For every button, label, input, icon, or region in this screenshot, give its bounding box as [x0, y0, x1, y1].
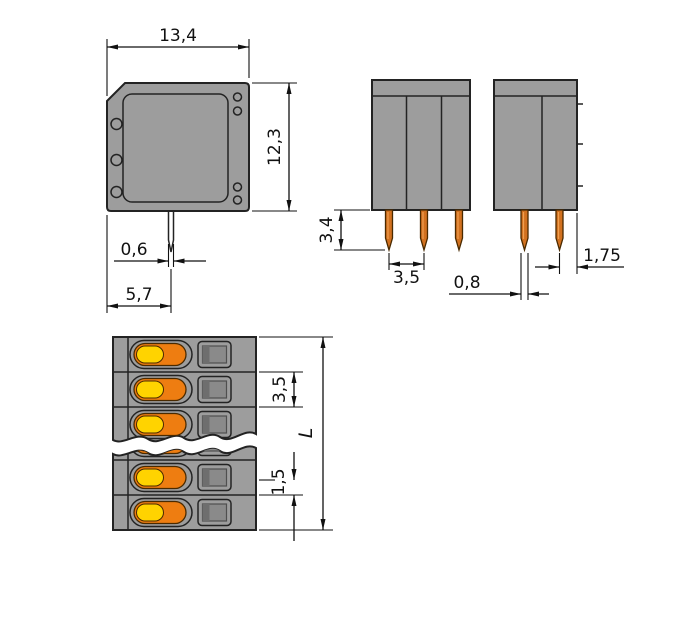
- arrowhead: [173, 258, 185, 264]
- arrowhead: [107, 44, 118, 50]
- dimension-label-side-height: 12,3: [265, 128, 285, 166]
- dimension-top-end-offset: 1,5: [259, 452, 303, 541]
- arrowhead: [577, 264, 588, 270]
- dimension-label-front-pin-length: 3,4: [317, 216, 337, 243]
- dimension-front-pitch: 3,5: [388, 253, 425, 288]
- side-view-pin: [167, 210, 175, 253]
- arrowhead: [528, 291, 539, 297]
- solder-pin: [454, 209, 464, 251]
- arrowhead: [291, 396, 297, 407]
- front-view-housing-left: [371, 79, 471, 211]
- arrowhead: [548, 264, 560, 270]
- dimension-label-top-pitch: 3,5: [270, 376, 290, 403]
- arrowhead: [320, 337, 326, 348]
- front-view: [371, 79, 583, 251]
- dimension-front-pin-length: 3,4: [317, 209, 385, 251]
- arrowhead: [160, 303, 171, 309]
- solder-pin: [520, 209, 529, 251]
- side-view: [106, 82, 250, 253]
- dimension-side-height: 12,3: [252, 82, 297, 212]
- latch-hole: [232, 182, 243, 192]
- dimension-label-front-pin-width: 0,8: [453, 273, 480, 293]
- arrowhead: [291, 469, 297, 480]
- dimension-label-front-edge-offset: 1,75: [583, 246, 621, 266]
- dimension-front-pin-width: 0,8: [449, 253, 549, 300]
- arrowhead: [510, 291, 521, 297]
- solder-pin: [419, 209, 429, 251]
- dimension-total-length: L: [259, 336, 333, 531]
- top-view-upper-rows: [113, 337, 256, 442]
- side-view-inner-panel: [122, 93, 229, 203]
- latch-hole: [232, 195, 243, 205]
- front-view-housing-right: [493, 79, 578, 211]
- arrowhead: [291, 495, 297, 506]
- dimension-front-edge-offset: 1,75: [535, 213, 624, 274]
- side-view-housing: [106, 82, 250, 212]
- dimension-label-side-pin-width: 0,6: [120, 240, 147, 260]
- arrowhead: [389, 261, 400, 267]
- dimension-label-total-length: L: [295, 428, 317, 439]
- arrowhead: [238, 44, 249, 50]
- dimension-label-side-width: 13,4: [159, 26, 197, 46]
- top-view: [112, 336, 257, 531]
- arrowhead: [286, 83, 292, 94]
- dimension-label-side-pin-offset: 5,7: [125, 285, 152, 305]
- arrowhead: [157, 258, 169, 264]
- arrowhead: [291, 372, 297, 383]
- arrowhead: [286, 200, 292, 211]
- dimension-side-width: 13,4: [106, 26, 250, 96]
- mounting-hole: [110, 185, 123, 199]
- arrowhead: [338, 210, 344, 221]
- top-view-lower-rows: [113, 446, 256, 530]
- latch-hole: [232, 92, 243, 102]
- solder-pin: [555, 209, 564, 251]
- dimension-label-top-end-offset: 1,5: [269, 468, 289, 495]
- arrowhead: [413, 261, 424, 267]
- dimension-side-pin-width: 0,6: [114, 240, 206, 267]
- arrowhead: [338, 239, 344, 250]
- dimension-side-pin-offset: 5,7: [106, 215, 172, 313]
- mounting-hole: [110, 153, 123, 167]
- latch-hole: [232, 106, 243, 116]
- dimension-top-pitch: 3,5: [259, 371, 303, 408]
- arrowhead: [107, 303, 118, 309]
- dimension-label-front-pitch: 3,5: [393, 268, 420, 288]
- solder-pin: [384, 209, 394, 251]
- arrowhead: [320, 519, 326, 530]
- mounting-hole: [110, 117, 123, 131]
